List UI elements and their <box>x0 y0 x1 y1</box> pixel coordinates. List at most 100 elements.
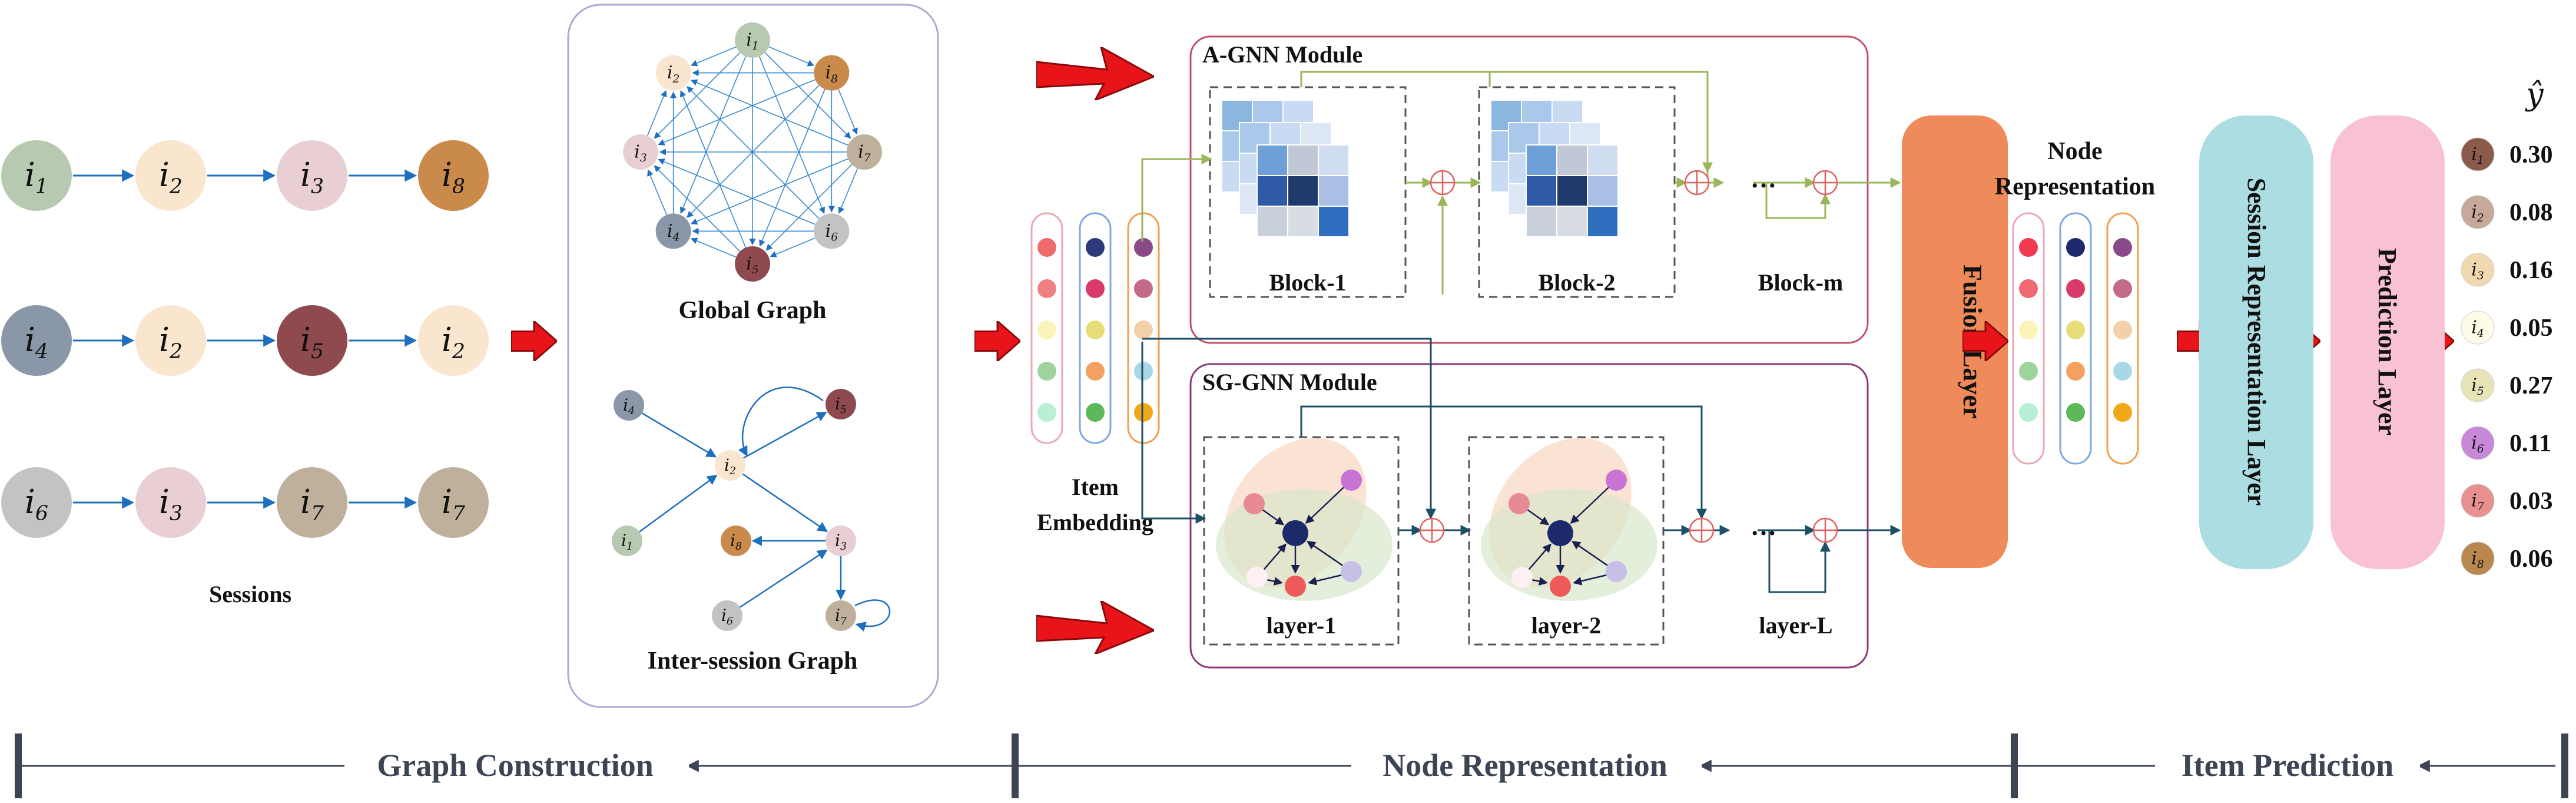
global-graph-edge <box>690 79 848 146</box>
global-graph-node <box>847 134 882 170</box>
vector-element <box>1037 362 1056 381</box>
session-item-node <box>418 467 489 538</box>
vector-element <box>2019 238 2038 257</box>
global-graph-edge <box>838 168 858 214</box>
global-graph-node <box>655 55 691 91</box>
prediction-score: 0.16 <box>2509 257 2553 284</box>
node-representation-label-2: Representation <box>1995 173 2155 200</box>
item-embedding-label-2: Embedding <box>1037 509 1153 536</box>
vector-element <box>1134 362 1153 381</box>
subgraph-node <box>1341 561 1362 582</box>
inter-graph-node <box>721 526 751 556</box>
vector-element <box>1134 320 1153 339</box>
subgraph-node <box>1606 561 1627 582</box>
global-graph-edge <box>658 79 815 146</box>
global-graph-node <box>814 213 850 249</box>
global-graph-node <box>623 134 658 170</box>
prediction-score: 0.11 <box>2509 430 2551 457</box>
attention-cell <box>1556 206 1588 237</box>
subgraph-edge <box>1306 540 1343 566</box>
sggnn-ellipsis: … <box>1751 512 1776 541</box>
attention-cell <box>1256 175 1288 207</box>
vector-element <box>1134 238 1153 257</box>
vector-element <box>2113 279 2132 298</box>
inter-graph-edge <box>639 474 718 533</box>
item-embedding <box>1030 212 1160 444</box>
global-graph-edge <box>647 90 667 136</box>
global-graph-edge <box>838 89 858 135</box>
prediction-item-label: i1 <box>2471 144 2484 167</box>
attention-cell <box>1587 206 1619 237</box>
vector-element <box>2019 279 2038 298</box>
subgraph-edge <box>1571 540 1608 566</box>
global-graph-edge <box>765 164 853 251</box>
session-item-label: i7 <box>300 483 324 526</box>
vector-element <box>1086 238 1105 257</box>
global-graph-edge <box>770 237 815 257</box>
session-representation-layer <box>2199 115 2313 569</box>
session-item-node <box>277 305 347 376</box>
prediction-y-hat: ŷ <box>2525 77 2544 113</box>
session-item-node <box>1 140 72 211</box>
session-item-node <box>1 467 72 538</box>
prediction-item-node <box>2461 368 2495 402</box>
vector-element <box>2019 403 2038 422</box>
subgraph-edge <box>1573 574 1607 586</box>
attention-cell <box>1526 175 1557 207</box>
inter-graph-self-loop <box>854 599 891 632</box>
block-m-label: Block-m <box>1758 269 1843 296</box>
prediction-item-label: i5 <box>2471 375 2484 398</box>
vector-element <box>2113 320 2132 339</box>
attention-cell <box>1526 206 1557 237</box>
subgraph-node <box>1509 493 1530 514</box>
vector-element <box>2066 320 2085 339</box>
agnn-sum-nodes <box>1430 170 1838 196</box>
session-item-label: i8 <box>442 156 465 199</box>
global-graph-node <box>655 213 691 249</box>
session-item-label: i4 <box>25 321 48 364</box>
attention-cell <box>1256 144 1288 176</box>
vector-element <box>2066 403 2085 422</box>
prediction-item-label: i2 <box>2471 202 2484 225</box>
sggnn-module-box <box>1189 363 1869 669</box>
layer-2-label: layer-2 <box>1531 612 1601 639</box>
subgraph-edge <box>1305 487 1344 524</box>
subgraph-edge <box>1266 577 1283 586</box>
global-graph-edge <box>658 158 815 225</box>
session-item-label: i2 <box>159 321 183 364</box>
subgraph-center-node <box>1282 520 1308 546</box>
inter-graph-node <box>614 390 644 421</box>
subgraph-edge <box>1263 543 1287 570</box>
attention-cell <box>1318 206 1350 237</box>
agnn-flow-lines <box>1141 71 1901 295</box>
vector-element <box>2066 279 2085 298</box>
vector-element <box>1086 362 1105 381</box>
subgraph-node <box>1606 470 1627 491</box>
layer-2-frame <box>1468 436 1665 646</box>
global-graph-node-label: i4 <box>667 221 679 244</box>
attention-cell <box>1556 175 1588 207</box>
global-graph-node-label: i1 <box>746 30 758 53</box>
inter-graph-node <box>825 389 856 419</box>
global-graph-edge <box>690 237 737 258</box>
subgraph-edge <box>1531 577 1548 586</box>
prediction-score: 0.05 <box>2509 315 2553 342</box>
subgraph-node <box>1246 567 1268 588</box>
phase-node-representation: Node Representation <box>1383 748 1667 783</box>
prediction-item-label: i4 <box>2471 318 2484 341</box>
global-graph-edge <box>759 89 825 247</box>
attention-cell <box>1587 144 1619 176</box>
agnn-module-title: A-GNN Module <box>1202 41 1362 68</box>
inter-graph-node <box>825 526 856 556</box>
attention-cell <box>1318 175 1350 207</box>
item-embedding-label-1: Item <box>1072 474 1119 500</box>
subgraph-node <box>1341 470 1362 491</box>
subgraph-node <box>1244 493 1265 514</box>
block-2-attention-matrices <box>1490 100 1619 237</box>
sggnn-flow-lines <box>1141 338 1901 593</box>
inter-graph-edge <box>742 473 828 533</box>
session-item-node <box>135 140 206 211</box>
subgraph-edge <box>1262 509 1285 526</box>
prediction-item-node <box>2461 484 2495 518</box>
